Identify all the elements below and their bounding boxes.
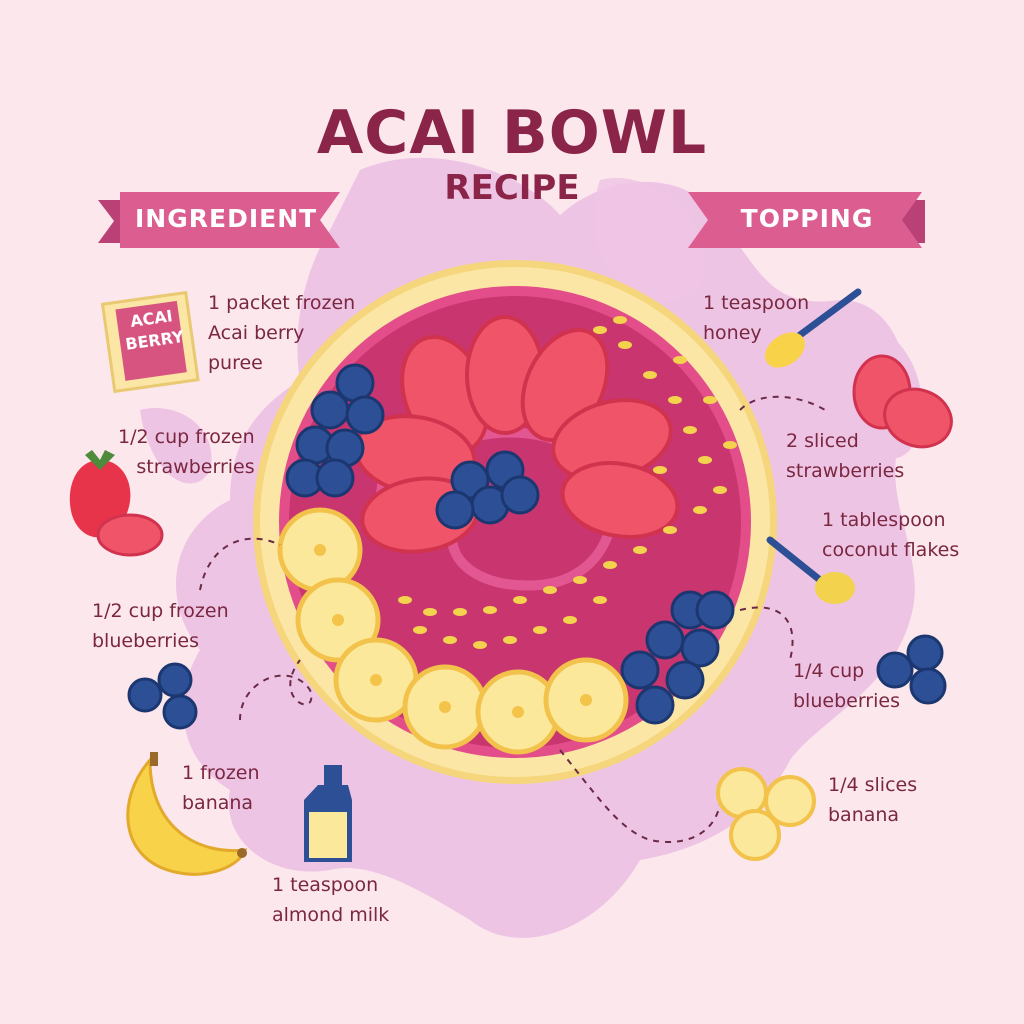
- topping-heading: TOPPING: [740, 204, 874, 233]
- topping-coconut: 1 tablespoon coconut flakes: [822, 509, 960, 561]
- strawberry-icon: [69, 450, 164, 557]
- topping-honey: 1 teaspoon honey: [703, 292, 810, 344]
- sliced-strawberry-icon: [852, 354, 953, 449]
- coconut-spoon-icon: [766, 536, 855, 604]
- blueberry-topping-icon: [876, 634, 947, 705]
- banana-slices-icon: [716, 767, 816, 861]
- bowl-blueberries: [285, 363, 735, 725]
- banana-icon: [126, 752, 248, 876]
- almond-milk-bottle-icon: [304, 765, 352, 862]
- ingredient-ribbon: [98, 192, 340, 248]
- banana-seeds: [314, 544, 592, 718]
- page-subtitle: RECIPE: [444, 168, 580, 208]
- ingredient-banana: 1 frozen banana: [182, 762, 260, 814]
- topping-strawberries: 2 sliced strawberries: [786, 430, 905, 482]
- ingredient-heading: INGREDIENT: [135, 204, 318, 233]
- topping-banana: 1/4 slices banana: [828, 774, 918, 826]
- honey-spoon-icon: [765, 288, 862, 368]
- ingredient-blueberries: 1/2 cup frozen blueberries: [92, 600, 229, 652]
- blueberry-icon: [127, 662, 198, 730]
- ingredient-strawberries: 1/2 cup frozen strawberries: [118, 426, 255, 478]
- ingredient-almond-milk: 1 teaspoon almond milk: [272, 874, 390, 926]
- page-title: ACAI BOWL: [316, 98, 708, 168]
- bowl-granola: [398, 316, 737, 649]
- bowl-strawberries: [353, 315, 680, 554]
- topping-blueberries: 1/4 cup blueberries: [793, 660, 900, 712]
- acai-packet-icon: [100, 290, 200, 394]
- ingredient-acai: 1 packet frozen Acai berry puree: [208, 292, 356, 374]
- dashed-connectors: [199, 395, 826, 843]
- topping-ribbon: [688, 192, 925, 248]
